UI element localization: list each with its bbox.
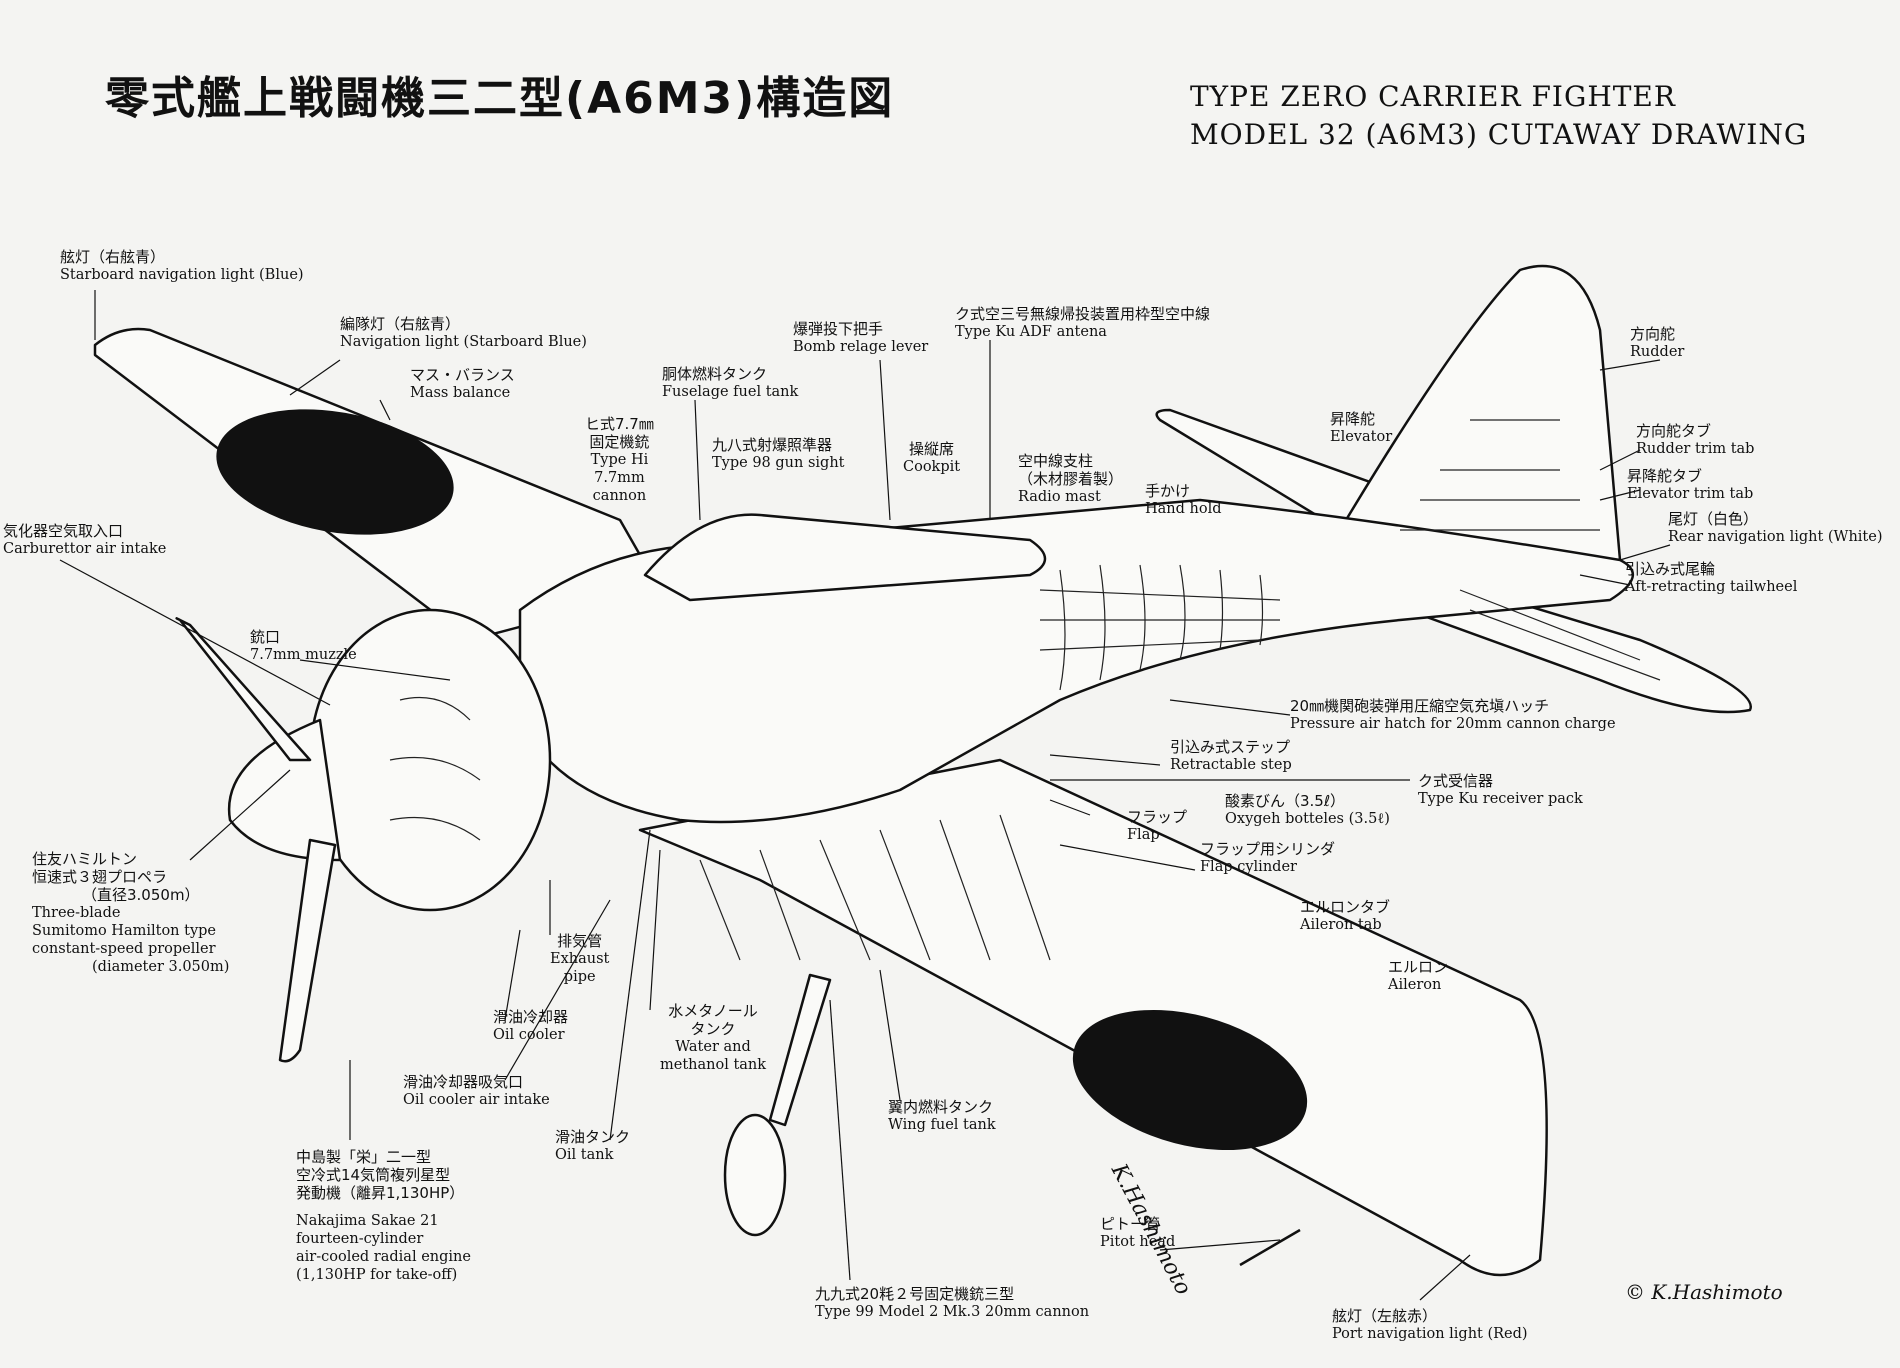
label-navigation-light: 編隊灯（右舷青）Navigation light (Starboard Blue… xyxy=(340,315,587,350)
propeller-blade-top xyxy=(175,617,312,762)
canopy xyxy=(643,513,1047,602)
engine-cylinders xyxy=(389,696,481,841)
title-english-line1: TYPE ZERO CARRIER FIGHTER xyxy=(1190,80,1676,113)
label-rear-navigation-light: 尾灯（白色）Rear navigation light (White) xyxy=(1668,510,1883,545)
artist-signature: © K.Hashimoto xyxy=(1625,1280,1783,1304)
tail-ribs xyxy=(1459,589,1661,681)
propeller-spinner xyxy=(227,718,342,862)
fuselage-frames xyxy=(1059,564,1264,691)
leader-lines xyxy=(59,290,1671,1301)
hinomaru-port xyxy=(1072,1009,1308,1151)
propeller-blade-bottom xyxy=(278,838,337,1063)
landing-gear-wheel xyxy=(723,1113,787,1237)
fin-ribs xyxy=(1400,419,1600,531)
port-wing xyxy=(638,758,1548,1277)
pitot-tube xyxy=(1239,1228,1301,1267)
landing-gear-strut xyxy=(768,973,832,1127)
label-port-navigation-light: 舷灯（左舷赤）Port navigation light (Red) xyxy=(1332,1307,1528,1342)
label-radio-mast: 空中線支柱（木材膠着製）Radio mast xyxy=(1018,452,1124,505)
title-english-line2: MODEL 32 (A6M3) CUTAWAY DRAWING xyxy=(1190,118,1808,151)
title-japanese: 零式艦上戦闘機三二型(A6M3)構造図 xyxy=(105,73,895,124)
title-english: TYPE ZERO CARRIER FIGHTER MODEL 32 (A6M3… xyxy=(1190,78,1807,154)
label-engine: 中島製「栄」二一型空冷式14気筒複列星型発動機（離昇1,130HP）Nakaji… xyxy=(296,1148,471,1283)
vertical-fin xyxy=(1338,264,1622,562)
label-starboard-nav-light: 舷灯（右舷青）Starboard navigation light (Blue) xyxy=(60,248,304,283)
wing-ribs xyxy=(699,814,1051,961)
hinomaru-starboard xyxy=(216,409,454,535)
label-oxygen-bottles: 酸素びん（3.5ℓ）Oxygeh botteles (3.5ℓ) xyxy=(1225,792,1390,827)
fuselage-stringers xyxy=(1039,589,1281,651)
